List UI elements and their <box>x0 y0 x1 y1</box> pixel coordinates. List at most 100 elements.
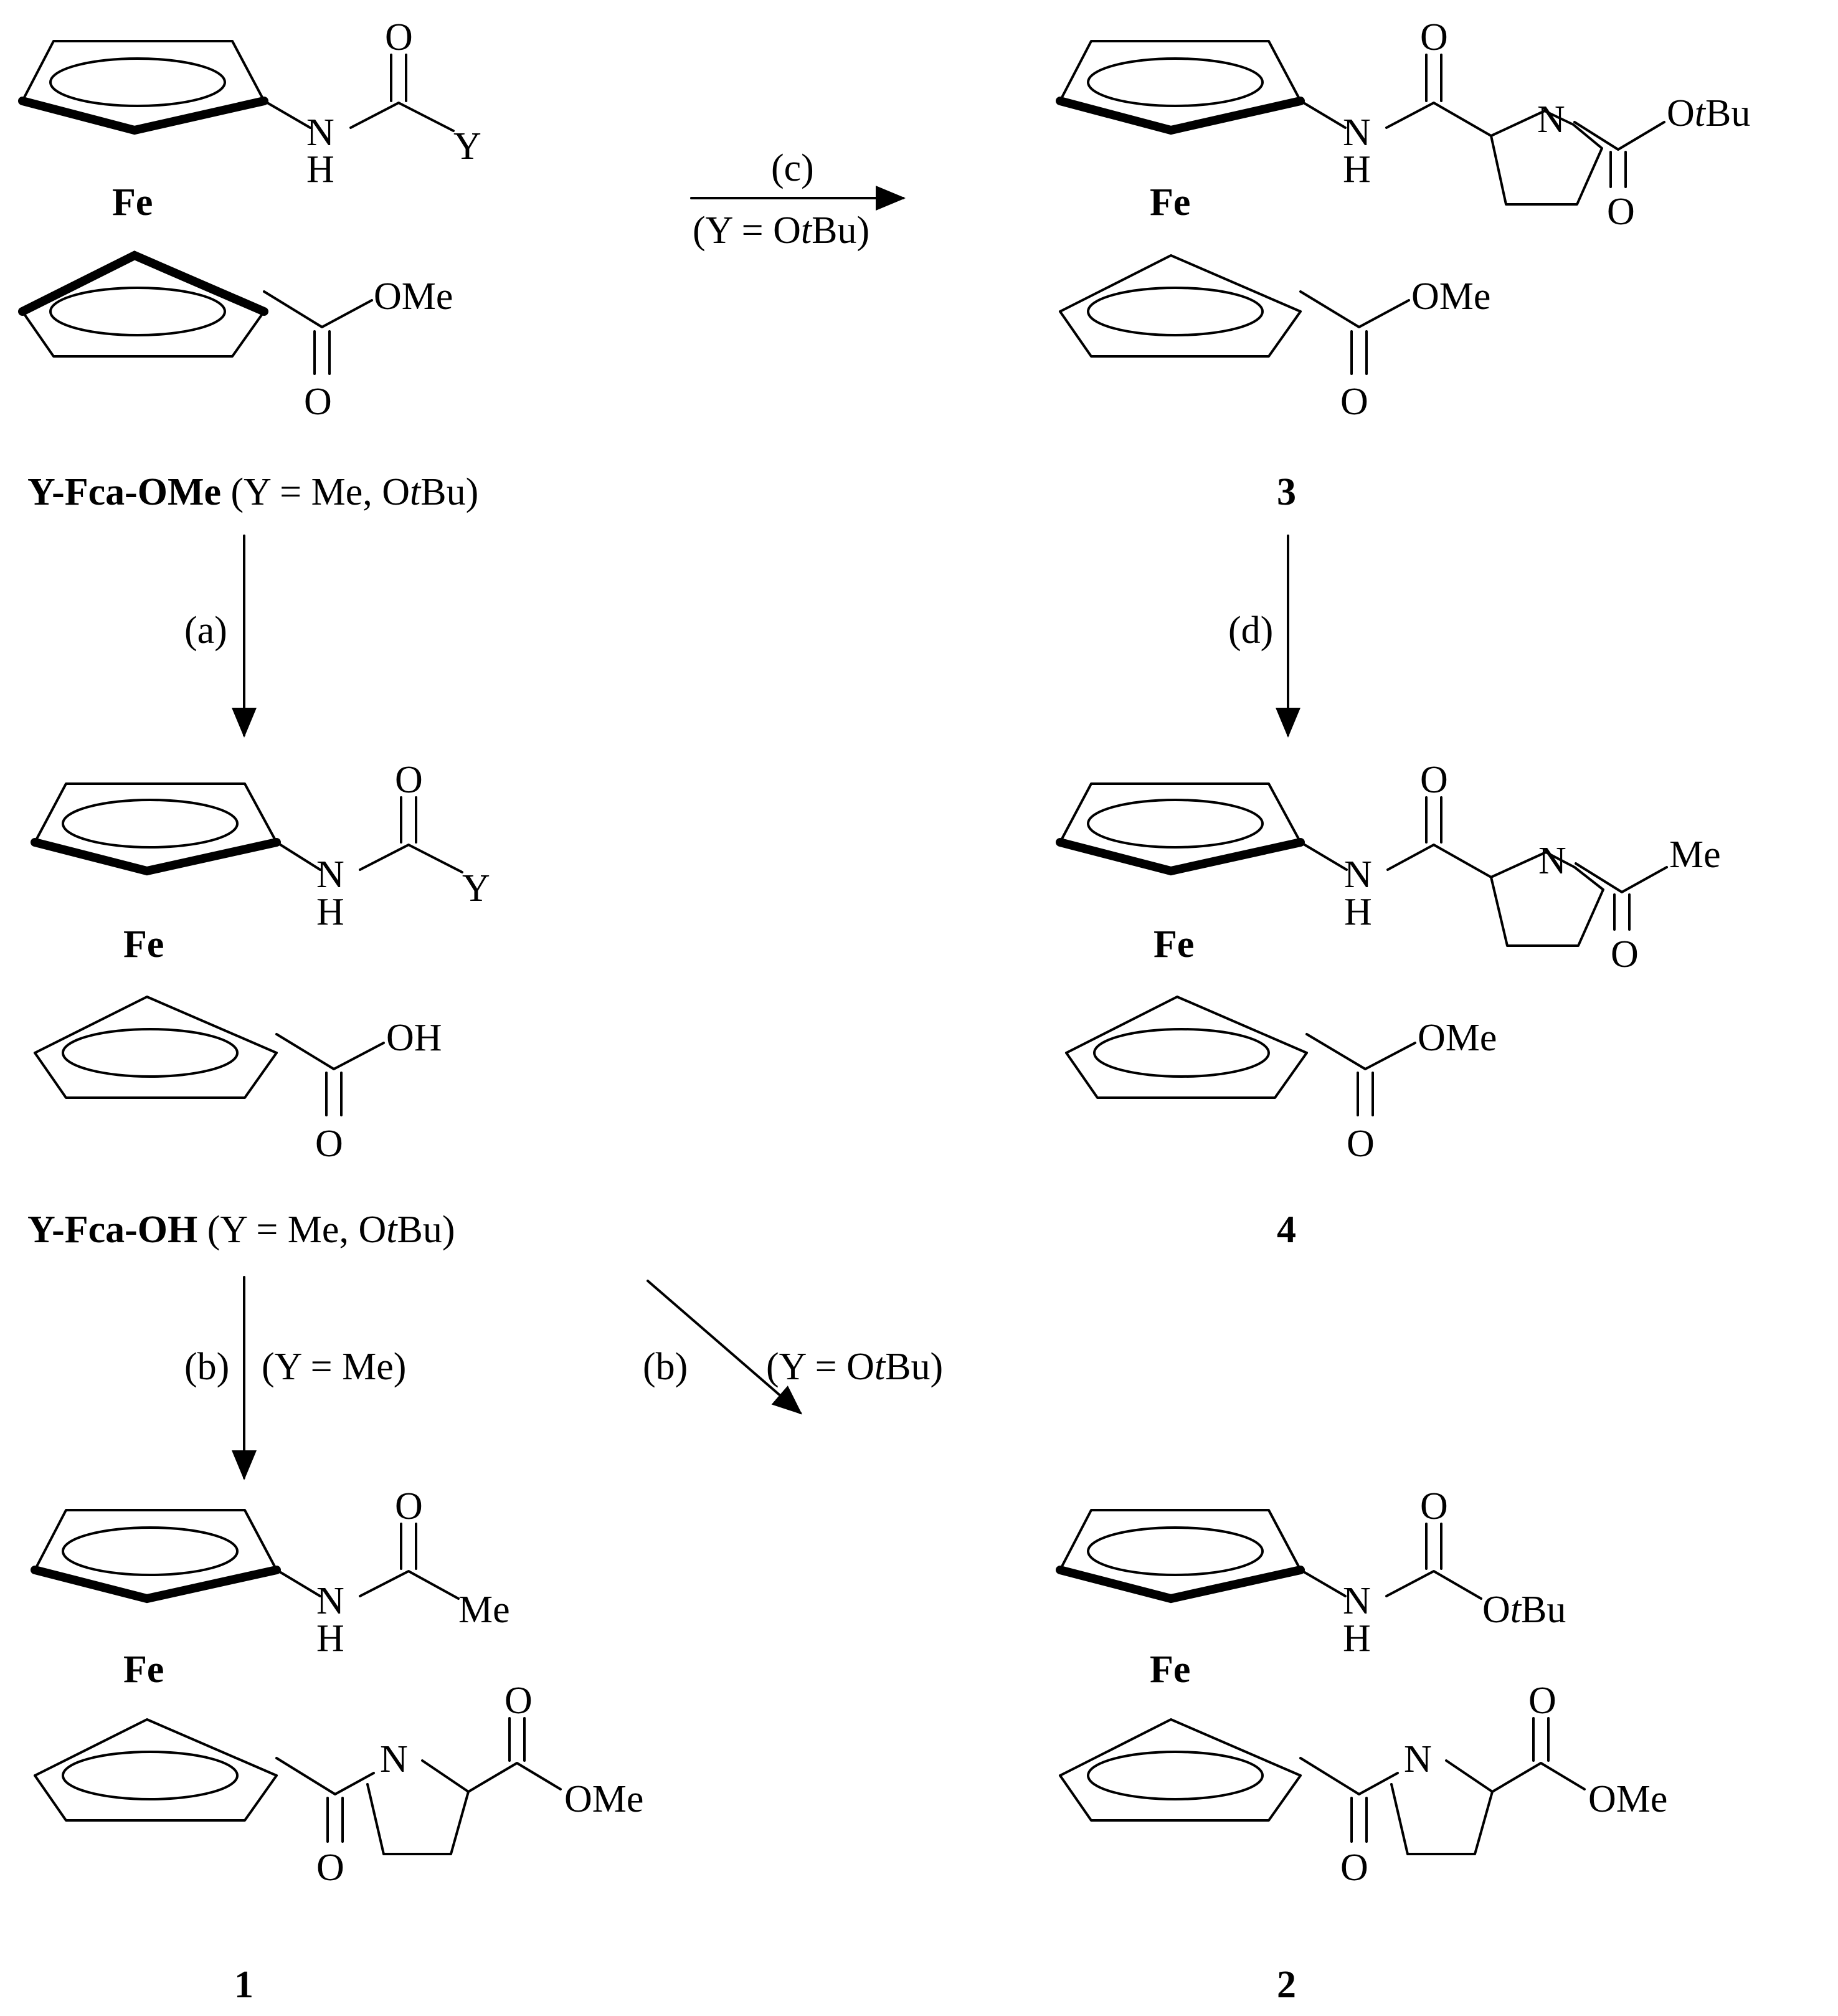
arrow-b-to-2: (b) (Y = OtBu) <box>643 1280 943 1415</box>
arrow-d-label: (d) <box>1228 609 1273 652</box>
double-bond <box>1357 1072 1374 1116</box>
atom-n: N <box>1537 98 1565 141</box>
atom-otbu: OtBu <box>1482 1589 1566 1631</box>
cp-ring-bottom <box>34 1718 278 1822</box>
arrow-c-condition: (Y = OtBu) <box>693 209 869 252</box>
atom-o: O <box>1420 16 1448 59</box>
cp-ring-bottom <box>1065 996 1308 1099</box>
molecule-1: N H O Me Fe O N O OMe <box>31 1485 643 1889</box>
bond <box>1491 1762 1586 1793</box>
atom-o: O <box>395 1485 423 1528</box>
label-compound-1: 1 <box>234 1964 253 2006</box>
bond <box>1299 100 1347 129</box>
atom-n: N <box>380 1738 408 1781</box>
atom-h: H <box>316 1617 344 1660</box>
arrow-d: (d) <box>1228 535 1300 738</box>
atom-o: O <box>1528 1680 1556 1722</box>
label-compound-3: 3 <box>1277 471 1296 513</box>
molecule-y-fca-oh: N H O Y Fe O OH <box>31 759 490 1165</box>
double-bond <box>1425 796 1442 844</box>
double-bond <box>508 1717 526 1762</box>
cp-ring-bottom <box>34 996 278 1099</box>
atom-n: N <box>316 853 344 896</box>
double-bond <box>1609 151 1627 188</box>
molecule-4: N H O N O Me Fe O OMe <box>1056 759 1721 1165</box>
arrow-b1-condition: (Y = Me) <box>262 1346 406 1388</box>
atom-oh: OH <box>386 1017 442 1059</box>
atom-h: H <box>1344 891 1372 933</box>
bond <box>1299 841 1348 871</box>
cp-ring-top <box>18 40 268 135</box>
atom-o: O <box>1607 191 1635 233</box>
atom-me: Me <box>1669 834 1721 876</box>
bond <box>1385 102 1492 137</box>
label-y-fca-oh: Y-Fca-OH (Y = Me, OtBu) <box>27 1209 455 1251</box>
arrow-a-label: (a) <box>184 609 227 652</box>
atom-n: N <box>1404 1738 1432 1781</box>
bond <box>275 1569 321 1597</box>
cp-ring-top <box>1056 40 1305 135</box>
atom-o: O <box>1420 1485 1448 1528</box>
double-bond <box>390 54 407 102</box>
bond <box>263 100 311 129</box>
atom-n: N <box>1538 840 1566 882</box>
arrow-b1-label: (b) <box>184 1346 229 1388</box>
cp-ring-bottom <box>1059 1718 1302 1822</box>
double-bond <box>326 1797 344 1843</box>
atom-y: Y <box>462 867 490 910</box>
arrow-b2-label: (b) <box>643 1346 688 1388</box>
double-bond <box>400 796 417 844</box>
double-bond <box>1613 893 1631 931</box>
pyrrolidine-ring <box>1490 851 1604 947</box>
molecule-y-fca-ome: N H O Y Fe O OMe <box>18 16 481 423</box>
label-y-fca-ome: Y-Fca-OMe (Y = Me, OtBu) <box>27 471 478 513</box>
cp-ring-top <box>31 1509 281 1604</box>
atom-o: O <box>1347 1123 1375 1165</box>
atom-n: N <box>1343 1580 1371 1622</box>
double-bond <box>400 1523 417 1570</box>
pyrrolidine-ring <box>1490 110 1603 206</box>
atom-h: H <box>316 891 344 933</box>
bond <box>1575 862 1668 893</box>
double-bond <box>1350 330 1368 375</box>
atom-otbu: OtBu <box>1667 92 1750 135</box>
atom-o: O <box>395 759 423 801</box>
atom-fe: Fe <box>1150 1648 1190 1691</box>
bond <box>1385 1570 1482 1600</box>
atom-h: H <box>306 148 334 191</box>
double-bond <box>313 330 331 375</box>
atom-o: O <box>315 1123 343 1165</box>
arrow-b-to-1: (b) (Y = Me) <box>184 1276 406 1480</box>
label-compound-2: 2 <box>1277 1964 1296 2006</box>
double-bond <box>1350 1797 1368 1843</box>
atom-fe: Fe <box>123 923 164 966</box>
bond <box>359 844 463 873</box>
arrow-b2-condition: (Y = OtBu) <box>766 1346 943 1388</box>
double-bond <box>1425 1523 1442 1570</box>
atom-o: O <box>1420 759 1448 801</box>
arrow-a: (a) <box>184 535 257 738</box>
bond <box>1305 1033 1416 1070</box>
cp-ring-bottom <box>1059 254 1302 358</box>
pyrrolidine-ring <box>1390 1759 1494 1855</box>
double-bond <box>325 1072 343 1116</box>
bond <box>1386 844 1492 878</box>
pyrrolidine-ring <box>366 1759 470 1855</box>
atom-o: O <box>1611 933 1639 976</box>
arrow-c-label: (c) <box>771 147 814 189</box>
atom-fe: Fe <box>1150 181 1190 224</box>
atom-me: Me <box>458 1589 510 1631</box>
cp-ring-bottom <box>18 250 268 358</box>
atom-ome: OMe <box>1411 275 1490 318</box>
double-bond <box>1532 1717 1550 1762</box>
cp-ring-top <box>1056 782 1305 876</box>
atom-n: N <box>316 1580 344 1622</box>
bond <box>275 1757 375 1795</box>
label-compound-4: 4 <box>1277 1209 1296 1251</box>
atom-o: O <box>1340 381 1368 423</box>
bond <box>275 841 321 871</box>
atom-o: O <box>385 16 413 59</box>
atom-o: O <box>316 1847 344 1889</box>
atom-h: H <box>1343 148 1371 191</box>
